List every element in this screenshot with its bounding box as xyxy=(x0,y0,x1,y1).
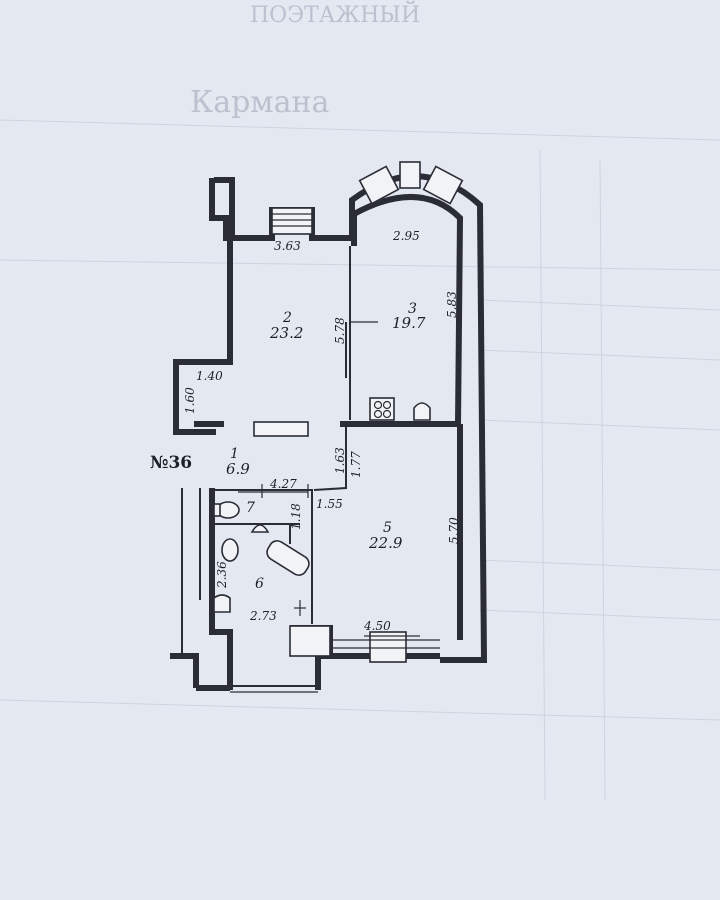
apartment-number: №36 xyxy=(150,453,192,473)
faint-header-2: Кармана xyxy=(190,85,330,120)
dim-5-83: 5.83 xyxy=(445,291,459,318)
dim-1-18: 1.18 xyxy=(289,503,303,530)
sink-icon xyxy=(413,402,431,421)
room-6-number: 6 xyxy=(255,576,264,592)
dim-1-55: 1.55 xyxy=(316,497,343,511)
room-5-number: 5 xyxy=(383,520,392,536)
dim-1-63: 1.63 xyxy=(333,447,347,474)
dim-3-63: 3.63 xyxy=(274,239,301,253)
dim-2-36: 2.36 xyxy=(215,561,229,589)
washbasin-icon xyxy=(250,524,270,533)
bathtub-icon xyxy=(266,540,310,576)
dim-4-50: 4.50 xyxy=(363,619,391,633)
room-1-number: 1 xyxy=(230,446,239,462)
walls xyxy=(170,173,488,693)
counter-icon xyxy=(253,421,309,437)
room-3-area: 19.7 xyxy=(392,314,426,332)
dim-1-60: 1.60 xyxy=(183,387,197,414)
sink-2-icon xyxy=(213,594,231,613)
dim-5-70: 5.70 xyxy=(447,517,461,544)
background-form-lines xyxy=(0,119,720,801)
dim-4-27: 4.27 xyxy=(269,477,297,491)
windows xyxy=(271,161,464,663)
room-5-area: 22.9 xyxy=(368,534,403,552)
dim-1-40: 1.40 xyxy=(196,369,223,383)
dim-2-95: 2.95 xyxy=(392,229,420,243)
faint-header-1: ПОЭТАЖНЫЙ xyxy=(250,0,420,28)
room-7-number: 7 xyxy=(246,500,255,516)
dim-2-73: 2.73 xyxy=(249,609,277,623)
room-1-area: 6.9 xyxy=(226,460,250,478)
fixtures xyxy=(213,397,431,616)
room-3-number: 3 xyxy=(408,301,417,317)
dim-5-78: 5.78 xyxy=(333,317,347,344)
stove-icon xyxy=(369,397,395,421)
toilet-2-icon xyxy=(221,538,239,562)
room-2-area: 23.2 xyxy=(269,324,303,342)
dim-1-77: 1.77 xyxy=(349,451,363,478)
dimension-ticks xyxy=(238,484,420,637)
room-2-number: 2 xyxy=(282,310,292,326)
